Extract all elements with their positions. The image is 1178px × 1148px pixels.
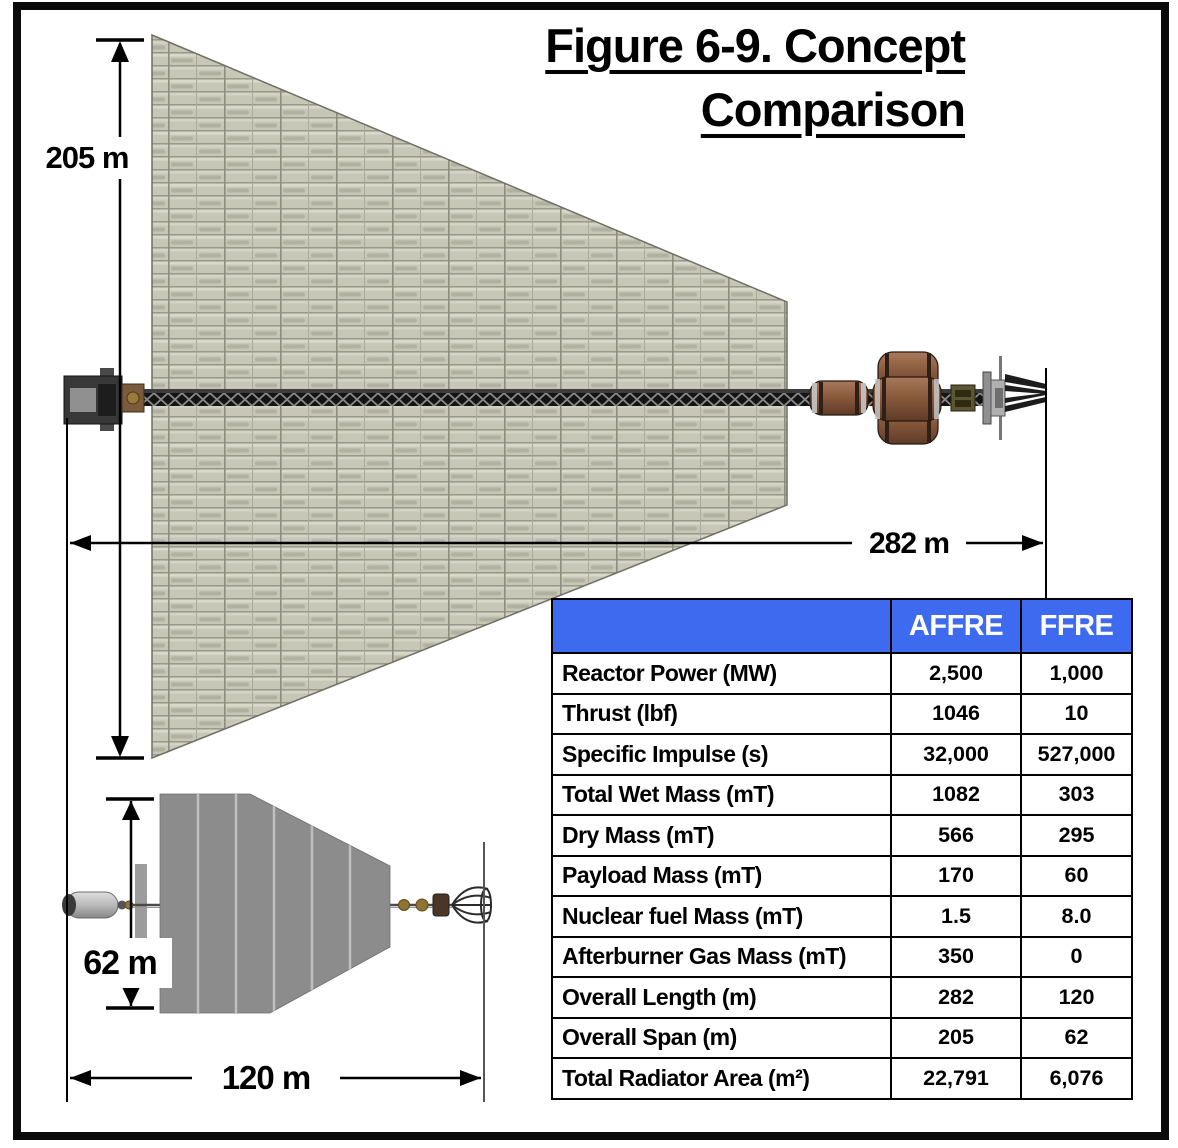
ffre-value: 8.0: [1020, 895, 1133, 938]
affre-value: 282: [890, 976, 1022, 1019]
row-label: Nuclear fuel Mass (mT): [551, 895, 892, 938]
affre-engine-assembly: [950, 356, 1046, 440]
affre-value: 1046: [890, 692, 1022, 735]
arrowhead-down: [111, 736, 129, 757]
affre-payload-module: [63, 368, 145, 431]
ffre-vehicle: [62, 793, 492, 1014]
affre-value: 22,791: [890, 1057, 1022, 1100]
ffre-value: 62: [1020, 1016, 1133, 1059]
figure-title-line1: Figure 6-9. Concept: [545, 19, 966, 72]
row-label: Thrust (lbf): [551, 692, 892, 735]
affre-length-label: 282 m: [852, 524, 966, 564]
row-label: Overall Span (m): [551, 1016, 892, 1059]
arrowhead-up: [111, 41, 129, 62]
arrowhead-left: [70, 535, 91, 551]
arrowhead-left: [70, 1070, 91, 1086]
ffre-value: 527,000: [1020, 733, 1133, 776]
arrowhead-right: [1022, 535, 1043, 551]
ffre-length-label: 120 m: [192, 1056, 340, 1100]
affre-value: 1082: [890, 773, 1022, 816]
dimension-lines: [66, 38, 1047, 1102]
ffre-value: 10: [1020, 692, 1133, 735]
affre-value: 566: [890, 814, 1022, 857]
header-empty-cell: [551, 598, 892, 654]
row-label: Afterburner Gas Mass (mT): [551, 935, 892, 978]
row-label: Dry Mass (mT): [551, 814, 892, 857]
ffre-value: 60: [1020, 854, 1133, 897]
ffre-value: 120: [1020, 976, 1133, 1019]
ffre-value: 295: [1020, 814, 1133, 857]
affre-truss-spine: [125, 389, 983, 406]
row-label: Total Radiator Area (m²): [551, 1057, 892, 1100]
affre-value: 1.5: [890, 895, 1022, 938]
figure-title-line2: Comparison: [700, 82, 966, 136]
affre-value: 170: [890, 854, 1022, 897]
ffre-value: 1,000: [1020, 652, 1133, 695]
ffre-radiator: [159, 793, 391, 1014]
affre-value: 32,000: [890, 733, 1022, 776]
affre-span-label: 205 m: [36, 137, 138, 179]
affre-value: 350: [890, 935, 1022, 978]
row-label: Specific Impulse (s): [551, 733, 892, 776]
arrowhead-up: [122, 801, 140, 820]
ffre-span-label: 62 m: [68, 938, 172, 988]
affre-nozzle-spike: [1005, 374, 1046, 389]
table-header-row: AFFRE FFRE: [551, 598, 1133, 654]
figure-title: Figure 6-9. Concept Comparison: [375, 14, 966, 142]
arrowhead-right: [460, 1070, 481, 1086]
row-label: Total Wet Mass (mT): [551, 773, 892, 816]
affre-value: 2,500: [890, 652, 1022, 695]
ffre-nozzle-cage: [398, 886, 492, 924]
affre-value: 205: [890, 1016, 1022, 1059]
ffre-value: 0: [1020, 935, 1133, 978]
ffre-value: 6,076: [1020, 1057, 1133, 1100]
affre-tanks: [809, 351, 942, 445]
header-ffre: FFRE: [1020, 598, 1133, 654]
ffre-value: 303: [1020, 773, 1133, 816]
header-affre: AFFRE: [890, 598, 1022, 654]
row-label: Overall Length (m): [551, 976, 892, 1019]
row-label: Reactor Power (MW): [551, 652, 892, 695]
row-label: Payload Mass (mT): [551, 854, 892, 897]
arrowhead-down: [122, 987, 140, 1006]
ffre-payload-capsule: [62, 891, 134, 919]
